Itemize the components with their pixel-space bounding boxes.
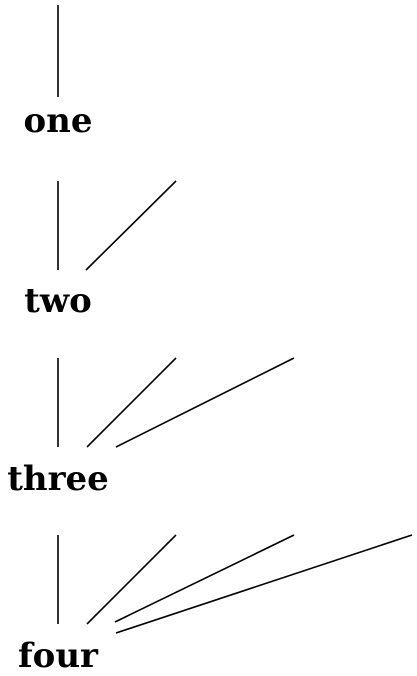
edge-three-2 <box>86 357 177 448</box>
node-label-three: three <box>7 459 109 499</box>
edge-four-4 <box>115 534 413 634</box>
node-label-four: four <box>18 636 98 676</box>
node-label-two: two <box>24 281 92 321</box>
edge-three-3 <box>115 357 295 448</box>
node-label-one: one <box>23 101 93 141</box>
edge-four-2 <box>86 534 177 625</box>
edge-four-3 <box>114 534 295 623</box>
edge-two-2 <box>85 180 177 271</box>
